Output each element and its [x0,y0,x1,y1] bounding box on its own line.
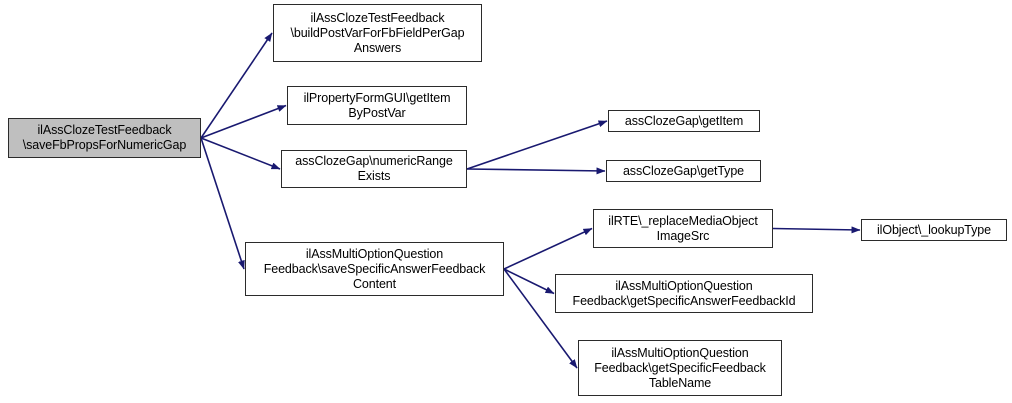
graph-node-saveSpecificAnswerFeedbackContent[interactable]: ilAssMultiOptionQuestion Feedback\saveSp… [245,242,504,296]
graph-edge-numericRangeExists-to-getType [466,167,606,175]
graph-edge-saveFbPropsForNumericGap-to-numericRangeExists [200,137,281,170]
graph-edge-saveFbPropsForNumericGap-to-getItemByPostVar [200,104,287,139]
graph-node-label: assClozeGap\getType [622,163,745,178]
graph-edge-saveSpecificAnswerFeedbackContent-to-replaceMediaObjectImageSrc [503,227,593,270]
graph-node-lookupType[interactable]: ilObject\_lookupType [861,219,1007,241]
graph-node-label: ilObject\_lookupType [876,222,992,237]
graph-node-label: ilRTE\_replaceMediaObject ImageSrc [608,213,758,243]
graph-node-label: ilAssClozeTestFeedback \saveFbPropsForNu… [22,123,187,152]
graph-node-saveFbPropsForNumericGap[interactable]: ilAssClozeTestFeedback \saveFbPropsForNu… [8,118,201,158]
graph-node-label: ilAssMultiOptionQuestion Feedback\getSpe… [572,278,796,308]
graph-edge-saveFbPropsForNumericGap-to-saveSpecificAnswerFeedbackContent [200,137,245,270]
graph-node-getItem[interactable]: assClozeGap\getItem [608,110,760,132]
graph-edge-numericRangeExists-to-getItem [466,120,608,170]
graph-node-label: ilAssMultiOptionQuestion Feedback\saveSp… [263,246,486,291]
graph-node-label: ilAssMultiOptionQuestion Feedback\getSpe… [594,345,766,390]
graph-edge-saveFbPropsForNumericGap-to-buildPostVarForFbFieldPerGapAnswers [200,32,273,139]
graph-edge-saveSpecificAnswerFeedbackContent-to-getSpecificAnswerFeedbackId [503,268,555,295]
graph-node-label: assClozeGap\numericRange Exists [295,154,453,183]
graph-node-getType[interactable]: assClozeGap\getType [606,160,761,182]
graph-node-buildPostVarForFbFieldPerGapAnswers[interactable]: ilAssClozeTestFeedback \buildPostVarForF… [273,4,482,62]
graph-node-getItemByPostVar[interactable]: ilPropertyFormGUI\getItem ByPostVar [287,86,467,125]
graph-edge-replaceMediaObjectImageSrc-to-lookupType [772,226,861,234]
graph-node-label: ilPropertyFormGUI\getItem ByPostVar [303,90,451,120]
graph-node-getSpecificFeedbackTableName[interactable]: ilAssMultiOptionQuestion Feedback\getSpe… [578,340,782,396]
graph-node-label: assClozeGap\getItem [624,113,744,128]
graph-node-numericRangeExists[interactable]: assClozeGap\numericRange Exists [281,150,467,188]
graph-node-label: ilAssClozeTestFeedback \buildPostVarForF… [290,10,465,55]
graph-node-getSpecificAnswerFeedbackId[interactable]: ilAssMultiOptionQuestion Feedback\getSpe… [555,274,813,313]
graph-node-replaceMediaObjectImageSrc[interactable]: ilRTE\_replaceMediaObject ImageSrc [593,209,773,248]
